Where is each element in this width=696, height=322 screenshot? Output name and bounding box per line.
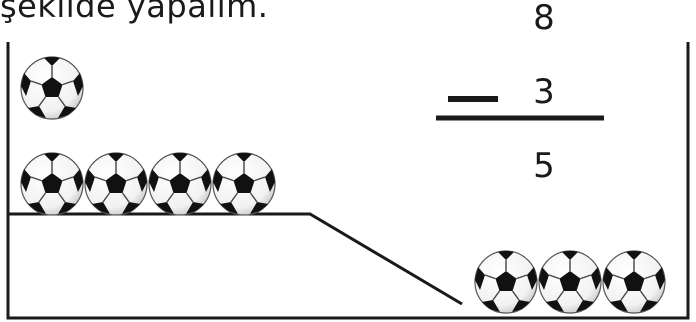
subtrahend-number: 3	[524, 72, 564, 112]
soccer-ball-icon	[475, 251, 537, 313]
floor-ball-row	[475, 251, 665, 313]
soccer-ball-icon	[21, 153, 83, 215]
shelf-ball-row	[21, 153, 275, 215]
shelf-ramp	[8, 214, 462, 304]
minuend-number: 8	[524, 0, 564, 38]
soccer-ball-icon	[21, 57, 83, 119]
top-ball-group	[21, 57, 83, 119]
soccer-ball-icon	[213, 153, 275, 215]
soccer-ball-icon	[149, 153, 211, 215]
result-number: 5	[524, 146, 564, 186]
soccer-ball-icon	[539, 251, 601, 313]
soccer-ball-icon	[85, 153, 147, 215]
soccer-ball-icon	[603, 251, 665, 313]
